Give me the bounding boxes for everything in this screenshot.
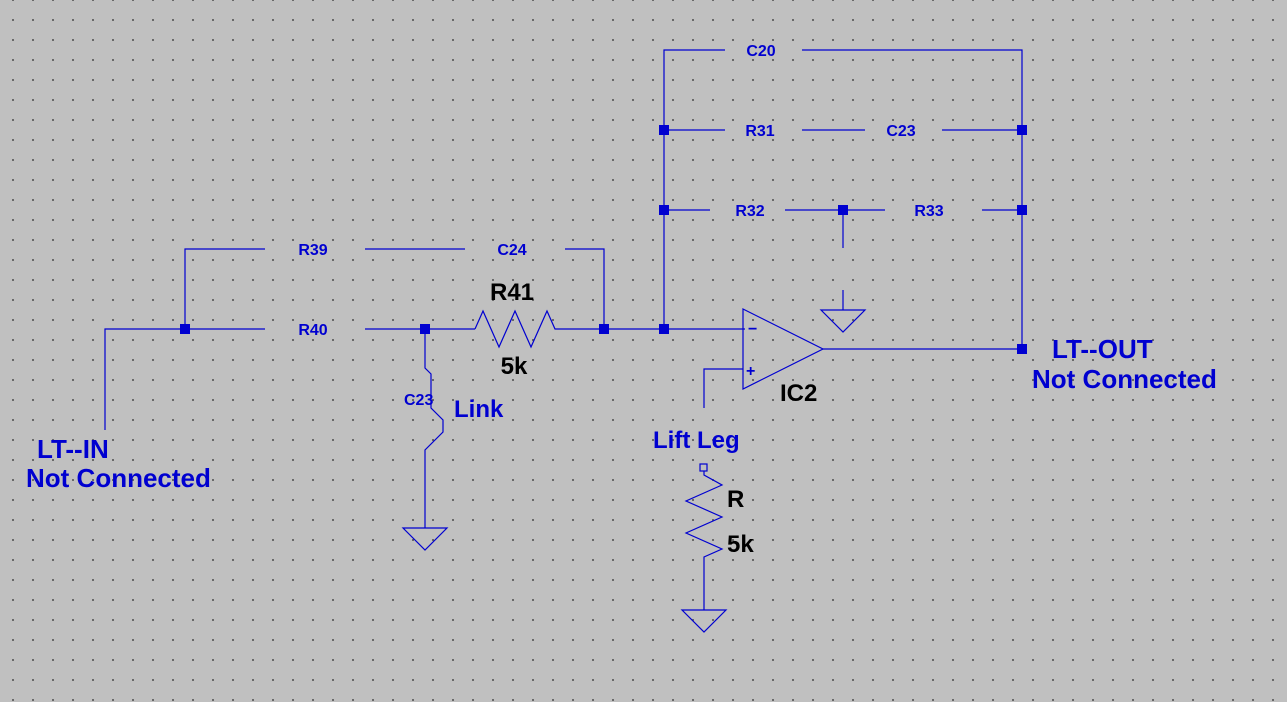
junction-dot (1017, 125, 1027, 135)
c23-top-label: C23 (886, 123, 915, 140)
junction-dot (180, 324, 190, 334)
ground-symbol (401, 527, 449, 551)
r-lift-value-label: 5k (727, 531, 754, 558)
output-port-name: LT--OUT (1052, 334, 1153, 364)
r40-label: R40 (298, 322, 327, 339)
junction-dot (1017, 344, 1027, 354)
c24-label: C24 (497, 242, 526, 259)
r41-resistor[interactable] (474, 309, 604, 349)
input-port-name: LT--IN (37, 434, 109, 464)
opamp-noninverting-pin-label: + (746, 363, 755, 380)
r41-name-label: R41 (490, 279, 534, 306)
opamp-ic2[interactable] (742, 308, 825, 390)
input-wire[interactable] (104, 328, 265, 430)
ground-symbol (680, 609, 728, 633)
c23-link-wire[interactable] (424, 329, 444, 528)
lift-leg-label: Lift Leg (653, 427, 740, 454)
junction-dot (659, 324, 669, 334)
c20-left-wire[interactable] (663, 49, 725, 329)
r-lift-resistor[interactable] (684, 471, 724, 610)
r39-label: R39 (298, 242, 327, 259)
r32-label: R32 (735, 203, 764, 220)
output-port-status: Not Connected (1032, 364, 1217, 394)
r39-wire[interactable] (184, 248, 265, 329)
c24-right-wire[interactable] (565, 248, 605, 329)
noninverting-input-wire[interactable] (703, 368, 743, 408)
c20-right-wire[interactable] (802, 49, 1023, 349)
junction-dot (1017, 205, 1027, 215)
junction-dot (599, 324, 609, 334)
junction-dot (659, 125, 669, 135)
ic2-label: IC2 (780, 380, 817, 407)
r-lift-name-label: R (727, 486, 744, 513)
junction-dot (659, 205, 669, 215)
junction-dot (420, 324, 430, 334)
lift-leg-pin[interactable] (699, 463, 708, 472)
link-label: Link (454, 396, 504, 423)
input-port-status: Not Connected (26, 463, 211, 493)
junction-dot (838, 205, 848, 215)
r41-value-label: 5k (501, 353, 528, 380)
r33-label: R33 (914, 203, 943, 220)
c20-label: C20 (746, 43, 775, 60)
r31-label: R31 (745, 123, 774, 140)
opamp-inverting-pin-label: − (748, 321, 757, 338)
c23-link-label: C23 (404, 392, 433, 409)
ground-symbol (819, 309, 867, 333)
